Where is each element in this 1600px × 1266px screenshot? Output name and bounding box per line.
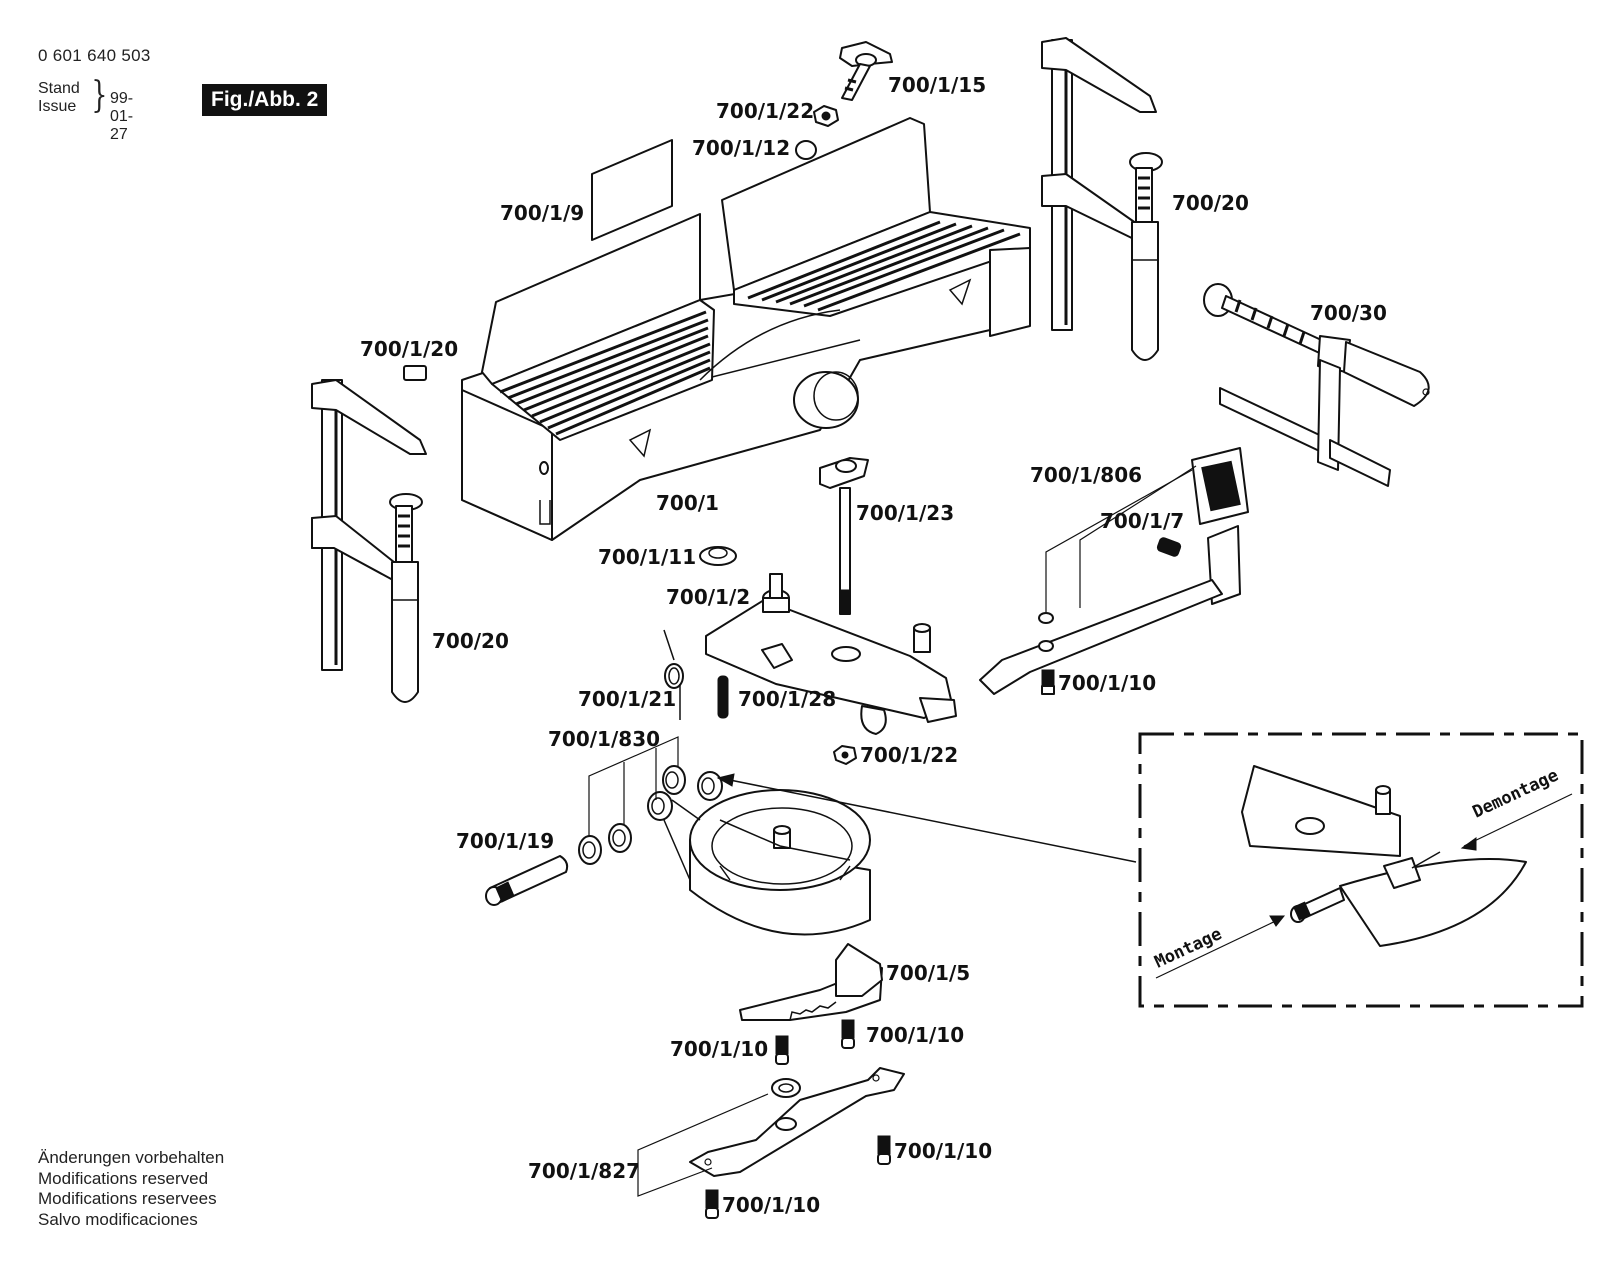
screw-icon	[841, 1019, 855, 1049]
part-label: 700/1/20	[360, 337, 458, 361]
stand-label: Stand	[38, 80, 80, 97]
part-label: 700/1/22	[716, 99, 814, 123]
part-label: 700/30	[1310, 301, 1387, 325]
figure-label: Fig./Abb. 2	[202, 84, 328, 116]
part-label: 700/1/11	[598, 545, 696, 569]
bar-clamp-left-700-20	[311, 379, 427, 703]
washer-700-1-11	[699, 546, 737, 566]
set-screw-700-1-28	[717, 675, 729, 719]
part-label: 700/1/15	[888, 73, 986, 97]
screw-icon	[705, 1189, 719, 1219]
notice-line-es: Salvo modificaciones	[38, 1209, 198, 1229]
arrow-icon	[716, 773, 735, 787]
part-label: 700/1/28	[738, 687, 836, 711]
scale-plate-700-1-5	[739, 943, 883, 1021]
bar-clamp-right-700-20	[1041, 37, 1163, 361]
notice-line-de: Änderungen vorbehalten	[38, 1148, 225, 1167]
clip-700-1-20	[403, 365, 427, 381]
part-label: 700/1/827	[528, 1159, 640, 1183]
leader-line	[719, 777, 1137, 863]
part-label: 700/1/21	[578, 687, 676, 711]
locking-bolt-700-1-23	[819, 457, 869, 615]
pin-700-1-19	[485, 855, 569, 906]
brace-icon: }	[91, 75, 108, 116]
montage-label: Montage	[1152, 924, 1225, 972]
issue-date: 99-01-27	[110, 90, 134, 143]
part-label: 700/1/10	[1058, 671, 1156, 695]
part-label: 700/1/10	[670, 1037, 768, 1061]
demontage-label: Demontage	[1470, 765, 1562, 822]
part-label: 700/20	[432, 629, 509, 653]
part-label: 700/1/2	[666, 585, 750, 609]
washer-set-700-1-830	[578, 736, 686, 865]
part-label: 700/1/9	[500, 201, 584, 225]
wing-bolt-700-1-15	[839, 41, 893, 101]
document-number: 0 601 640 503	[38, 46, 151, 65]
screw-icon	[877, 1135, 891, 1165]
screw-icon	[1041, 669, 1055, 695]
cap-icon	[795, 140, 817, 160]
set-screw-700-1-7	[1156, 537, 1182, 557]
stop-bracket-700-1-806	[979, 447, 1249, 695]
part-label: 700/1/19	[456, 829, 554, 853]
part-label: 700/20	[1172, 191, 1249, 215]
issue-label: Issue	[38, 98, 77, 115]
hex-nut-icon	[813, 105, 839, 127]
part-label: 700/1/7	[1100, 509, 1184, 533]
part-label: 700/1/22	[860, 743, 958, 767]
torsion-spring-700-1-21	[663, 629, 684, 720]
notice-line-fr: Modifications reservees	[38, 1189, 217, 1208]
part-label: 700/1	[656, 491, 719, 515]
part-label: 700/1/830	[548, 727, 660, 751]
mounting-bracket-700-1-827	[637, 1067, 905, 1197]
part-label: 700/1/10	[894, 1139, 992, 1163]
part-label: 700/1/12	[692, 136, 790, 160]
lever-plate-700-1-2	[705, 573, 957, 735]
turntable-housing	[647, 771, 871, 936]
notice-line-en: Modifications reserved	[38, 1168, 209, 1188]
label-plate-700-1-9	[591, 139, 673, 241]
modifications-notice: Änderungen vorbehalten Modifications res…	[38, 1148, 224, 1230]
part-label: 700/1/806	[1030, 463, 1142, 487]
screw-clamp-700-30	[1203, 283, 1430, 487]
assembly-detail-inset: Montage Demontage	[1138, 732, 1584, 1008]
part-label: 700/1/10	[722, 1193, 820, 1217]
part-label: 700/1/10	[866, 1023, 964, 1047]
screw-icon	[775, 1035, 789, 1065]
mitre-table-700-1	[461, 117, 1031, 541]
part-label: 700/1/5	[886, 961, 970, 985]
hex-nut-icon	[833, 745, 857, 765]
part-label: 700/1/23	[856, 501, 954, 525]
